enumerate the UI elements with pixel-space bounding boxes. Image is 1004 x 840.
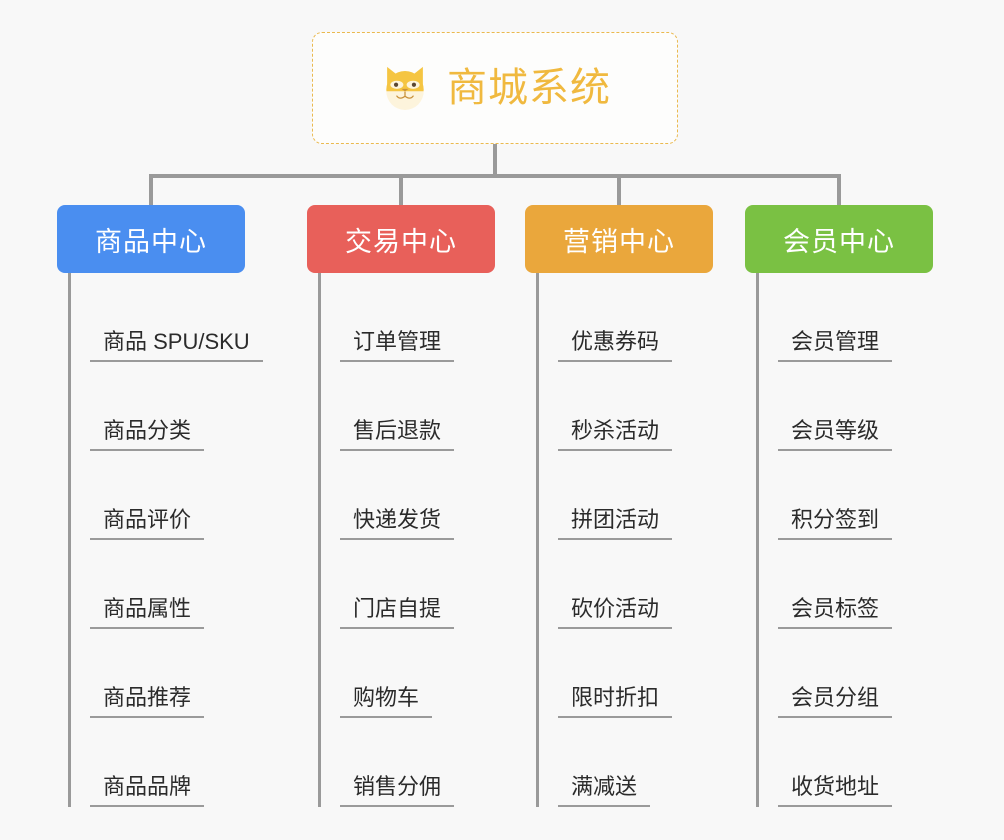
list-item[interactable]: 会员等级	[745, 362, 933, 451]
branch-trunk	[318, 273, 321, 807]
list-item-label: 满减送	[558, 775, 651, 807]
branch-header[interactable]: 营销中心	[525, 205, 713, 273]
list-item-label: 门店自提	[340, 597, 455, 629]
list-item-label: 销售分佣	[340, 775, 455, 807]
branch-header[interactable]: 交易中心	[307, 205, 495, 273]
list-item[interactable]: 商品属性	[57, 540, 245, 629]
list-item-label: 秒杀活动	[558, 419, 673, 451]
branch-trunk	[68, 273, 71, 807]
branch-items: 会员管理 会员等级 积分签到 会员标签 会员分组 收货地址	[745, 273, 933, 807]
list-item[interactable]: 优惠券码	[525, 273, 713, 362]
list-item-label: 购物车	[340, 686, 433, 718]
list-item[interactable]: 限时折扣	[525, 629, 713, 718]
list-item[interactable]: 商品推荐	[57, 629, 245, 718]
list-item[interactable]: 会员管理	[745, 273, 933, 362]
list-item[interactable]: 售后退款	[307, 362, 495, 451]
list-item[interactable]: 快递发货	[307, 451, 495, 540]
list-item-label: 收货地址	[778, 775, 893, 807]
branch-header[interactable]: 商品中心	[57, 205, 245, 273]
list-item-label: 积分签到	[778, 508, 893, 540]
branch-title: 会员中心	[783, 226, 895, 257]
branch-items: 商品 SPU/SKU 商品分类 商品评价 商品属性 商品推荐 商品品牌	[57, 273, 263, 807]
branch-items: 优惠券码 秒杀活动 拼团活动 砍价活动 限时折扣 满减送	[525, 273, 713, 807]
connector-drop-2	[617, 174, 621, 207]
list-item[interactable]: 砍价活动	[525, 540, 713, 629]
list-item-label: 砍价活动	[558, 597, 673, 629]
shiba-dog-face-icon	[379, 62, 431, 114]
list-item-label: 优惠券码	[558, 330, 673, 362]
branch-title: 商品中心	[95, 226, 207, 257]
root-node[interactable]: 商城系统	[312, 32, 678, 144]
branch-member-center: 会员中心 会员管理 会员等级 积分签到 会员标签 会员分组 收货地址	[745, 205, 933, 807]
connector-drop-3	[837, 174, 841, 207]
connector-drop-1	[399, 174, 403, 207]
root-title: 商城系统	[447, 66, 611, 110]
list-item-label: 拼团活动	[558, 508, 673, 540]
list-item[interactable]: 商品分类	[57, 362, 245, 451]
branch-title: 营销中心	[563, 226, 675, 257]
list-item-label: 售后退款	[340, 419, 455, 451]
list-item[interactable]: 拼团活动	[525, 451, 713, 540]
list-item[interactable]: 商品评价	[57, 451, 245, 540]
list-item[interactable]: 商品 SPU/SKU	[57, 273, 263, 362]
branch-product-center: 商品中心 商品 SPU/SKU 商品分类 商品评价 商品属性 商品推荐 商品品牌	[57, 205, 263, 807]
connector-drop-0	[149, 174, 153, 207]
list-item-label: 会员等级	[778, 419, 893, 451]
list-item[interactable]: 积分签到	[745, 451, 933, 540]
list-item[interactable]: 会员分组	[745, 629, 933, 718]
list-item-label: 会员分组	[778, 686, 893, 718]
list-item[interactable]: 秒杀活动	[525, 362, 713, 451]
list-item-label: 快递发货	[340, 508, 455, 540]
list-item[interactable]: 订单管理	[307, 273, 495, 362]
list-item[interactable]: 门店自提	[307, 540, 495, 629]
list-item-label: 商品 SPU/SKU	[90, 330, 263, 362]
branch-title: 交易中心	[345, 226, 457, 257]
branch-trunk	[756, 273, 759, 807]
branch-marketing-center: 营销中心 优惠券码 秒杀活动 拼团活动 砍价活动 限时折扣 满减送	[525, 205, 713, 807]
connector-root-stem	[493, 144, 497, 176]
list-item-label: 商品分类	[90, 419, 205, 451]
list-item[interactable]: 收货地址	[745, 718, 933, 807]
list-item-label: 会员管理	[778, 330, 893, 362]
list-item-label: 订单管理	[340, 330, 455, 362]
list-item[interactable]: 商品品牌	[57, 718, 245, 807]
list-item-label: 商品属性	[90, 597, 205, 629]
list-item-label: 商品品牌	[90, 775, 205, 807]
list-item[interactable]: 满减送	[525, 718, 713, 807]
list-item[interactable]: 会员标签	[745, 540, 933, 629]
branch-trunk	[536, 273, 539, 807]
connector-bus	[149, 174, 839, 178]
list-item-label: 限时折扣	[558, 686, 673, 718]
branch-header[interactable]: 会员中心	[745, 205, 933, 273]
list-item[interactable]: 购物车	[307, 629, 495, 718]
list-item-label: 会员标签	[778, 597, 893, 629]
branch-items: 订单管理 售后退款 快递发货 门店自提 购物车 销售分佣	[307, 273, 495, 807]
branch-trade-center: 交易中心 订单管理 售后退款 快递发货 门店自提 购物车 销售分佣	[307, 205, 495, 807]
list-item-label: 商品评价	[90, 508, 205, 540]
list-item[interactable]: 销售分佣	[307, 718, 495, 807]
list-item-label: 商品推荐	[90, 686, 205, 718]
